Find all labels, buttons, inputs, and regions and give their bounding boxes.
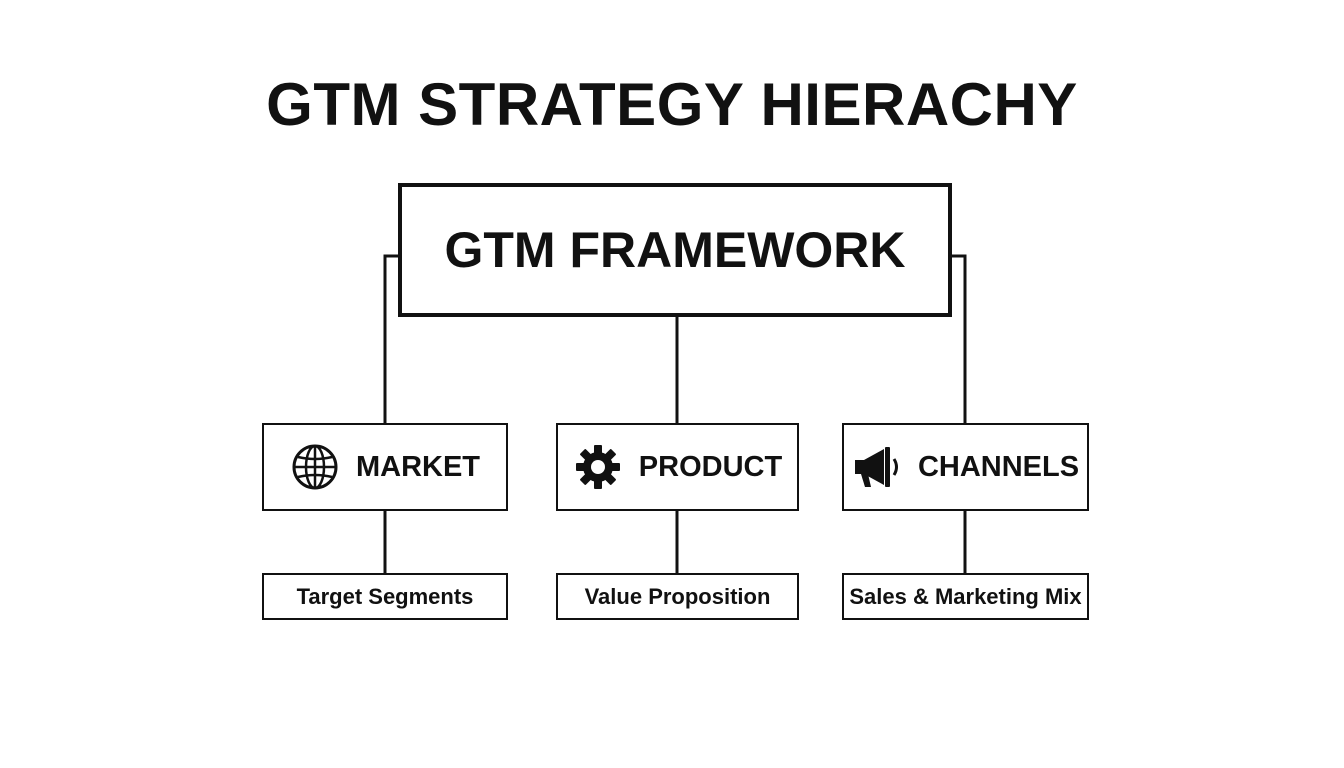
connector-root-to-channels <box>952 254 967 423</box>
sub-label-value-proposition: Value Proposition <box>584 583 771 609</box>
sub-node-channels: Sales & Marketing Mix <box>842 573 1089 620</box>
root-node-label: GTM FRAMEWORK <box>444 222 906 278</box>
megaphone-icon <box>852 442 902 492</box>
category-label-market: MARKET <box>355 450 481 483</box>
diagram-title: GTM STRATEGY HIERACHY <box>266 71 1078 138</box>
category-node-product: PRODUCT <box>556 423 799 511</box>
category-label-product: PRODUCT <box>638 450 783 483</box>
category-label-channels: CHANNELS <box>917 450 1080 483</box>
category-node-channels: CHANNELS <box>842 423 1089 511</box>
globe-icon <box>290 442 340 492</box>
sub-label-target-segments: Target Segments <box>296 583 474 609</box>
sub-label-sales-marketing-mix: Sales & Marketing Mix <box>849 583 1082 609</box>
sub-node-market: Target Segments <box>262 573 508 620</box>
category-node-market: MARKET <box>262 423 508 511</box>
root-node: GTM FRAMEWORK <box>398 183 952 317</box>
gear-icon <box>573 442 623 492</box>
connector-root-to-market <box>383 254 398 423</box>
sub-node-product: Value Proposition <box>556 573 799 620</box>
